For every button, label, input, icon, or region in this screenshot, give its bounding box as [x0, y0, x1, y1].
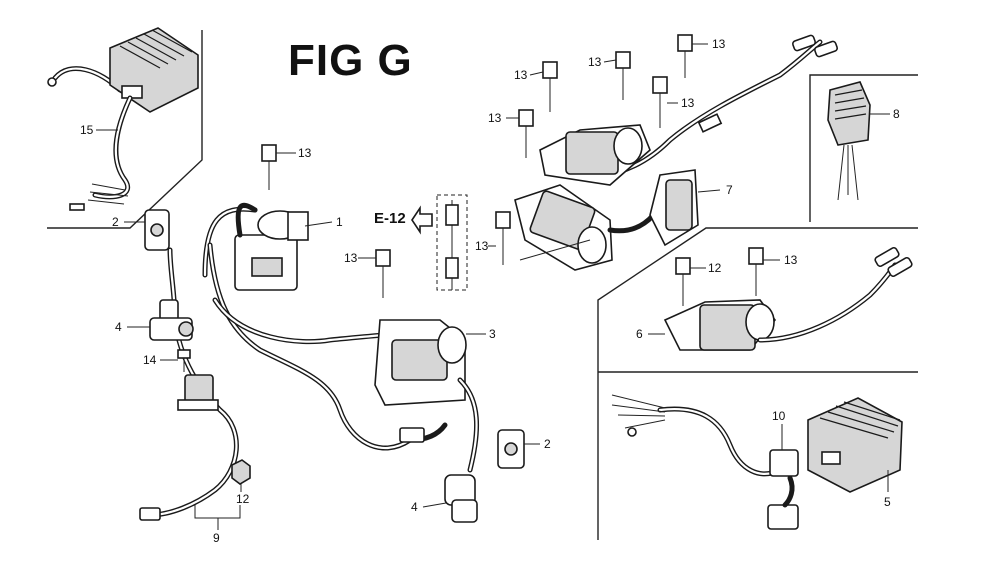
bolt-set-13 [261, 34, 693, 298]
callout-6: 6 [636, 327, 643, 341]
part-2-grommet-center [497, 429, 525, 469]
part-4-connector-left [149, 299, 194, 341]
callout-5: 5 [884, 495, 891, 509]
leader-lines [96, 43, 890, 530]
sensor-block [177, 374, 219, 411]
part-6-charging-coil [663, 246, 913, 351]
callout-15: 15 [80, 123, 94, 137]
callout-3: 3 [489, 327, 496, 341]
part-14-bolt [177, 349, 191, 372]
part-15-regulator [47, 27, 199, 211]
part-1-ignition-coil [202, 202, 309, 291]
callout-14: 14 [143, 353, 157, 367]
bolt-13-center-top [261, 144, 277, 190]
callout-7: 7 [726, 183, 733, 197]
callout-12-b: 13 [784, 253, 798, 267]
part-8-regulator [827, 81, 871, 201]
bolt-13-stator-f [495, 211, 511, 265]
callout-11: 12 [236, 492, 250, 506]
bolt-13-stator-a [542, 61, 558, 112]
part-4-connector-bottom [444, 474, 478, 523]
bolt-13-center-mid [375, 249, 391, 298]
callout-8: 8 [893, 107, 900, 121]
panel-frame-item-8 [809, 74, 918, 222]
callout-labels: 15 2 1 13 13 3 4 14 12 9 2 4 13 13 13 13… [80, 37, 900, 545]
bolt-13-stator-d [652, 76, 668, 128]
reference-arrow [411, 205, 433, 235]
bolt-13-stator-e [518, 109, 534, 158]
figure-title: FIG G [288, 36, 413, 85]
bolt-13-stator-b [615, 51, 631, 100]
bolt-13-stator-c [677, 34, 693, 78]
part-7-stator-assembly [514, 34, 839, 271]
callout-13-f: 13 [681, 96, 695, 110]
callout-2-left: 2 [112, 215, 119, 229]
part-5-regulator [807, 397, 903, 493]
callout-13-b: 13 [344, 251, 358, 265]
callout-12-a: 12 [708, 261, 722, 275]
callout-13-g: 13 [488, 111, 502, 125]
callout-13-e: 13 [712, 37, 726, 51]
callout-4-bottom: 4 [411, 500, 418, 514]
reference-label: E-12 [374, 210, 406, 227]
callout-10: 10 [772, 409, 786, 423]
bolt-12-b [748, 247, 764, 296]
panel-frame-item-6 [597, 227, 918, 540]
part-3-ignition-coil [374, 194, 480, 473]
part-11-grommet [231, 459, 251, 485]
callout-13-h: 13 [475, 239, 489, 253]
callout-2-center: 2 [544, 437, 551, 451]
callout-1: 1 [336, 215, 343, 229]
callout-4-left: 4 [115, 320, 122, 334]
callout-13-d: 13 [588, 55, 602, 69]
bolt-12-a [675, 257, 691, 306]
callout-13-a: 13 [298, 146, 312, 160]
panel-frames [47, 30, 918, 540]
callout-13-c: 13 [514, 68, 528, 82]
callout-9: 9 [213, 531, 220, 545]
part-2-grommet-left [144, 209, 170, 251]
panel-frame-top-left [47, 30, 203, 229]
part-10-connector [611, 394, 799, 530]
